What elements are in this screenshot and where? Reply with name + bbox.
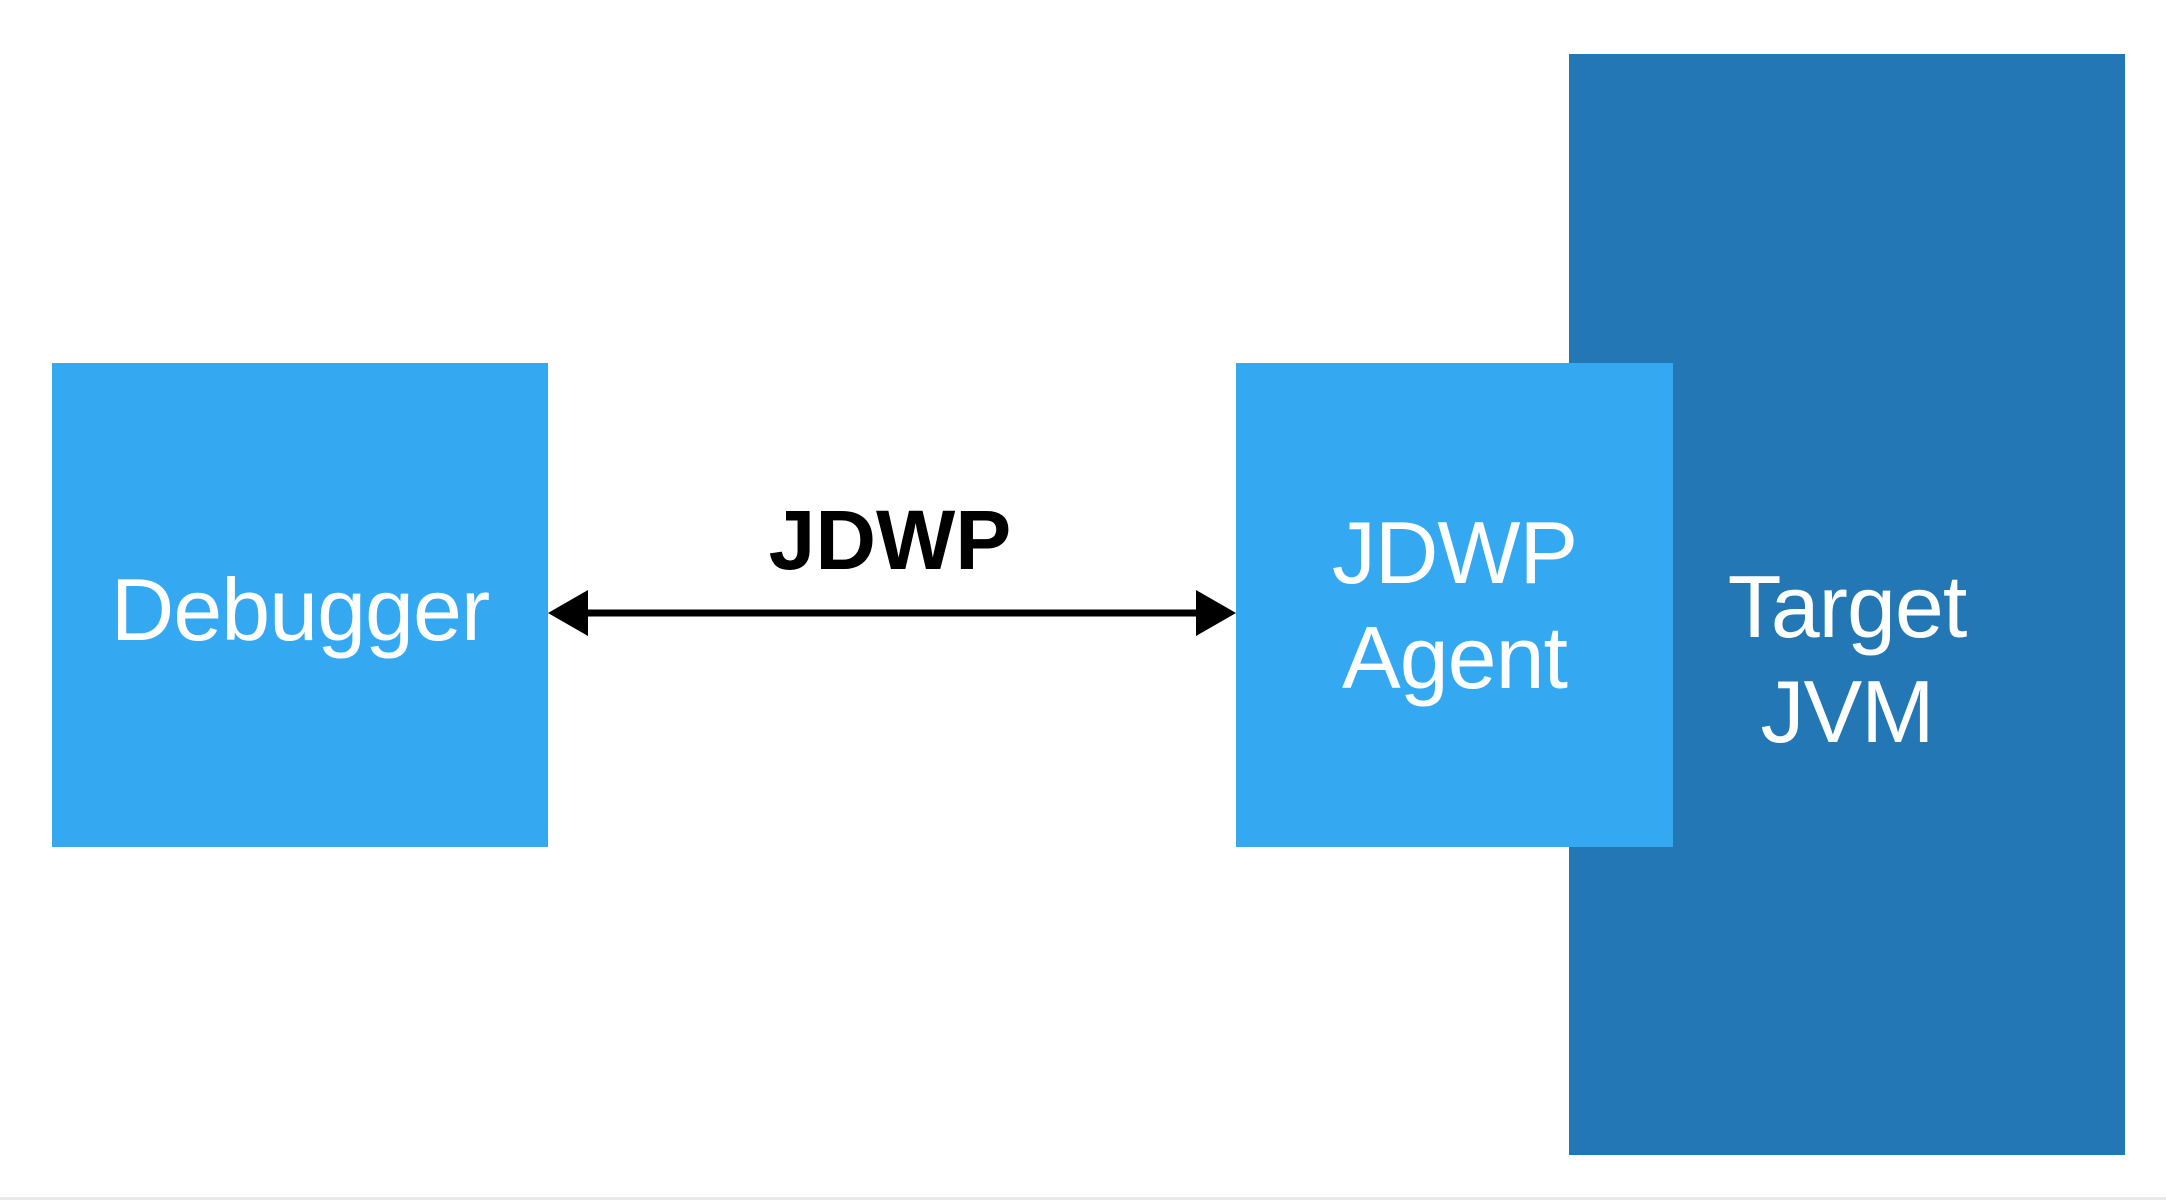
- jdwp-agent-label: JDWP Agent: [1331, 503, 1578, 707]
- jdwp-protocol-label: JDWP: [768, 493, 1012, 587]
- debugger-label: Debugger: [110, 559, 491, 659]
- arrowhead-right: [1196, 590, 1236, 636]
- target-jvm-label: Target JVM: [1727, 557, 1968, 761]
- bottom-divider: [0, 1197, 2166, 1200]
- debugger-box: Debugger: [52, 363, 548, 847]
- arrowhead-left: [548, 590, 588, 636]
- jdwp-agent-box: JDWP Agent: [1236, 363, 1673, 847]
